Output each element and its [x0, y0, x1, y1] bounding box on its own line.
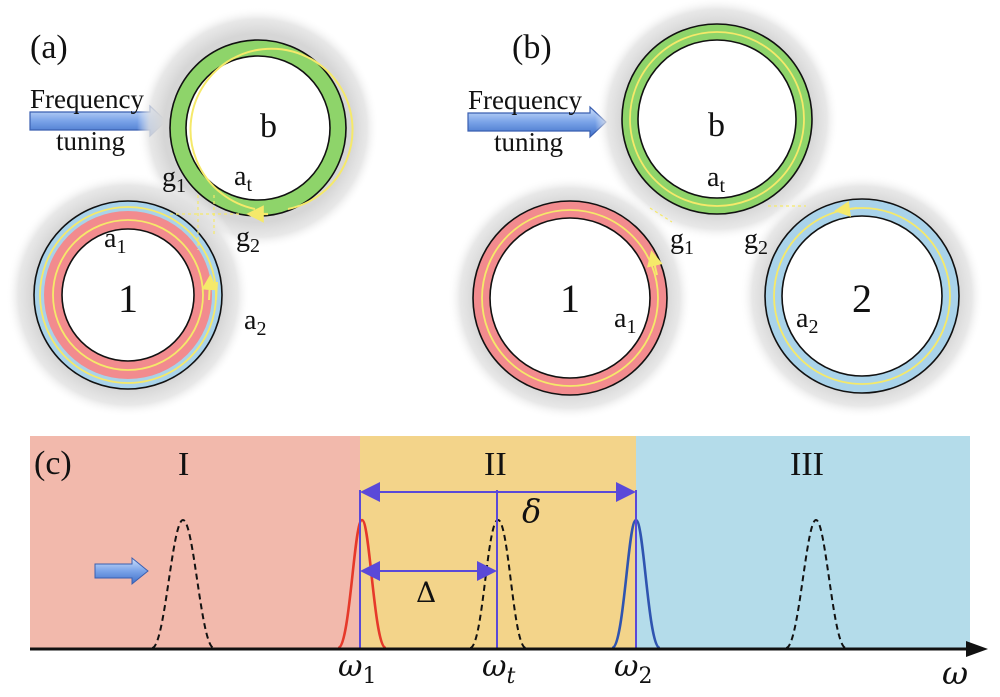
- g2-label-a: g2: [236, 222, 260, 257]
- panel-a: (a) Frequency tuning: [6, 7, 379, 417]
- g1-label-a: g1: [162, 162, 186, 197]
- ring-b-label-b: b: [708, 107, 725, 144]
- panel-c-label: (c): [34, 445, 72, 482]
- omegat-label: ωt: [482, 649, 515, 689]
- dashed-peak-III: [785, 518, 847, 649]
- a2-label-b: a2: [796, 303, 818, 338]
- region-III-label: III: [790, 446, 824, 483]
- frequency-tuning-arrow-a: Frequency tuning: [29, 84, 167, 156]
- omega-axis-label: ω: [942, 654, 968, 692]
- ring-1-label-b: 1: [560, 276, 580, 321]
- a1-label-b: a1: [614, 303, 636, 338]
- coupling-lines-a: [170, 195, 240, 250]
- panel-b: (b) Frequency tuning: [448, 0, 984, 420]
- a2-label-a: a2: [244, 305, 266, 340]
- delta-big-label: Δ: [416, 576, 436, 609]
- at-label-a: at: [234, 161, 252, 196]
- g2-label-b: g2: [744, 224, 768, 259]
- tuning-label-line2-b: tuning: [494, 127, 563, 157]
- at-label-b: at: [707, 162, 725, 197]
- tuning-label-line1-a: Frequency: [30, 84, 144, 114]
- panel-a-label: (a): [30, 29, 68, 66]
- dashed-peak-I: [151, 518, 215, 649]
- ring-b-b: [595, 0, 839, 241]
- axis-arrowhead: [966, 641, 988, 657]
- peak-omega1: [336, 518, 388, 650]
- region-III-background: [636, 436, 970, 649]
- frequency-tuning-arrow-b: Frequency tuning: [467, 85, 607, 157]
- ring-2-label-b: 2: [852, 276, 872, 321]
- tuning-label-line1-b: Frequency: [468, 85, 582, 115]
- omega2-label: ω2: [614, 649, 652, 689]
- delta-small-label: δ: [522, 492, 541, 530]
- tuning-arrow-c: [94, 556, 149, 586]
- panel-c: (c) I II III δ Δ ω1 ωt ω2 ω: [30, 436, 988, 692]
- a1-label-a: a1: [104, 223, 126, 258]
- region-I-label: I: [178, 446, 189, 483]
- omega1-label: ω1: [338, 649, 376, 689]
- coupling-lines-b: [649, 205, 806, 223]
- ring-1-label-a: 1: [118, 276, 138, 321]
- ring-2-b: [740, 174, 984, 418]
- g1-label-b: g1: [670, 224, 694, 259]
- ring-1-b: [448, 176, 692, 420]
- panel-b-label: (b): [512, 29, 552, 66]
- ring-1-a: [6, 173, 250, 417]
- region-II-label: II: [484, 446, 507, 483]
- ring-b-a: [137, 7, 379, 249]
- tuning-label-line2-a: tuning: [56, 126, 125, 156]
- region-I-background: [30, 436, 360, 649]
- ring-b-label-a: b: [260, 108, 277, 145]
